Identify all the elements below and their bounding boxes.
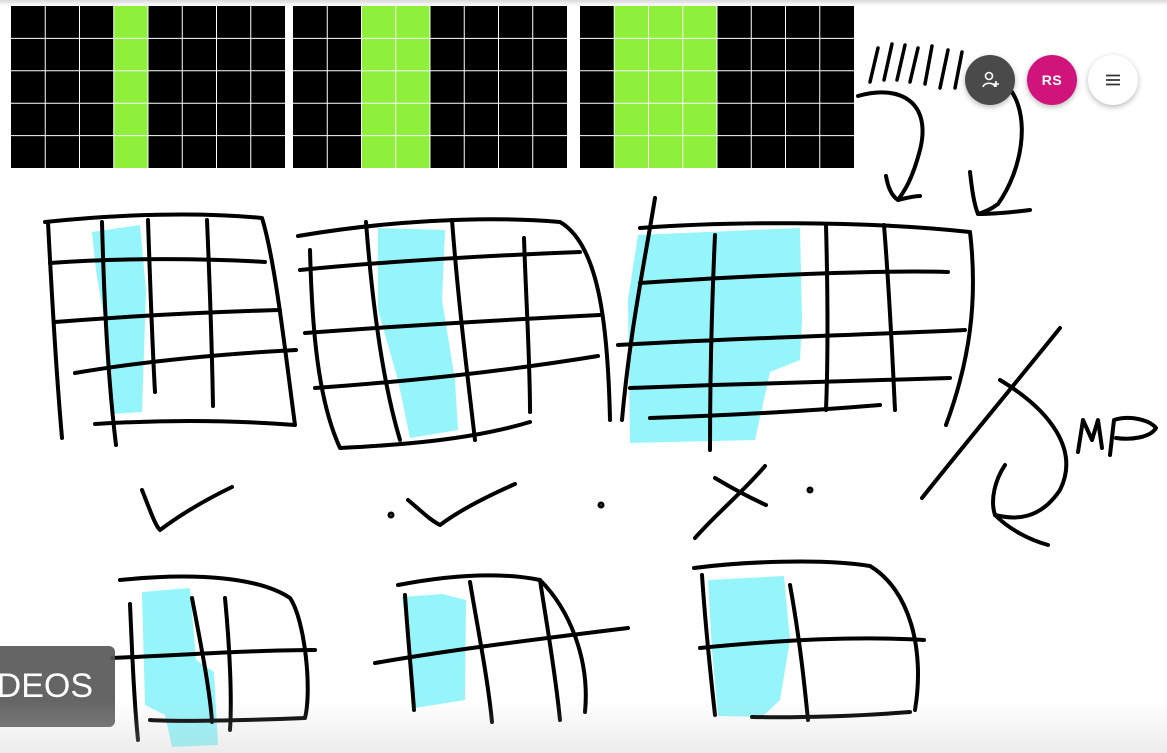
videos-overlay-label[interactable]: DEOS: [0, 646, 115, 727]
sketch-grid-e: [373, 573, 630, 724]
menu-button[interactable]: [1088, 55, 1138, 105]
mp-arrow: [991, 378, 1158, 547]
sketch-grid-a: [43, 212, 298, 447]
grid-highlight-column: [614, 6, 649, 168]
add-user-icon: [982, 71, 999, 88]
videos-label-text: DEOS: [0, 667, 93, 705]
user-avatar-button[interactable]: RS: [1027, 55, 1077, 105]
slash-line: [920, 326, 1062, 500]
pixel-grid-2: [293, 6, 567, 168]
curved-arrow-1: [856, 90, 925, 202]
check-mark-1: [140, 485, 234, 532]
grid-highlight-column: [395, 6, 430, 168]
tally-marks: [868, 42, 964, 90]
add-user-button[interactable]: [965, 55, 1015, 105]
check-mark-2: [387, 482, 605, 527]
grid-highlight-column: [648, 6, 683, 168]
sketch-grid-f: [692, 559, 926, 722]
pixel-grid-3: [580, 6, 854, 168]
sketch-grid-d: [110, 574, 317, 742]
top-shadow: [0, 0, 1167, 6]
sketch-grid-c: [616, 196, 975, 452]
grid-highlight-column: [361, 6, 396, 168]
grid-highlight-column: [682, 6, 717, 168]
avatar-initials: RS: [1041, 72, 1063, 88]
grid-highlight-column: [113, 6, 148, 168]
curved-arrow-2: [968, 90, 1032, 216]
cross-mark: [693, 464, 814, 540]
pixel-grid-1: [11, 6, 285, 168]
sketch-grid-b: [296, 217, 612, 450]
marker-highlights: [92, 225, 802, 747]
hamburger-menu-icon: [1106, 74, 1120, 86]
